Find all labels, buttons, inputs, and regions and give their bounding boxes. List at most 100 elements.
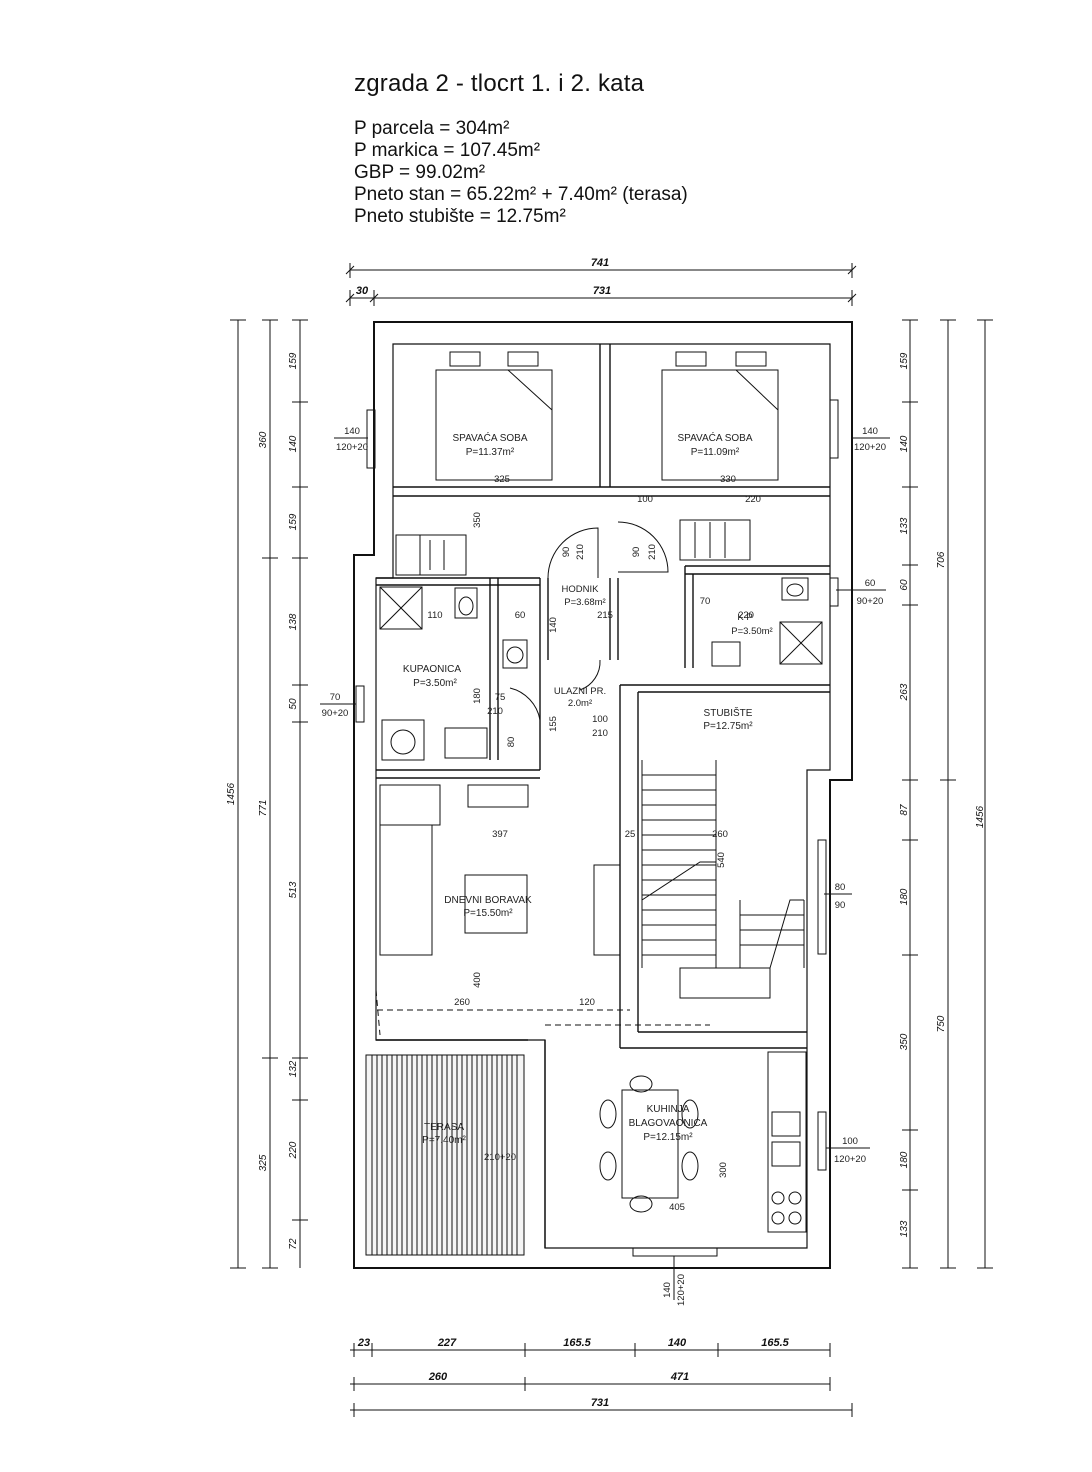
room-area: 2.0m² xyxy=(568,698,592,709)
dim-right: 180 xyxy=(899,888,910,905)
dim-right: 750 xyxy=(936,1015,947,1032)
kitchen-counter-icon xyxy=(767,1051,807,1233)
inner-dim: 120 xyxy=(579,997,595,1008)
window-dim: 120+20 xyxy=(676,1274,687,1306)
dim-left: 140 xyxy=(288,435,299,452)
room-name: STUBIŠTE xyxy=(704,706,753,719)
room-name: KUHINJA xyxy=(647,1104,690,1115)
room-area: P=3.68m² xyxy=(564,597,605,608)
inner-dim: 405 xyxy=(669,1202,685,1213)
room-name: DNEVNI BORAVAK xyxy=(444,895,532,906)
dim-left: 159 xyxy=(288,352,299,369)
room-name: K P xyxy=(737,612,752,623)
room-name: BLAGOVAONICA xyxy=(629,1118,708,1129)
dim-left-total: 1456 xyxy=(226,782,237,805)
dim-left: 132 xyxy=(288,1060,299,1077)
inner-dim: 540 xyxy=(716,852,727,868)
dim-left: 325 xyxy=(258,1154,269,1171)
dim-right: 133 xyxy=(899,517,910,534)
door-swing-icon xyxy=(509,521,669,721)
plan-title: zgrada 2 - tlocrt 1. i 2. kata xyxy=(354,70,645,97)
inner-dim: 260 xyxy=(454,997,470,1008)
sofa-icon xyxy=(379,784,621,956)
inner-dim: 260 xyxy=(712,829,728,840)
inner-dim: 210 xyxy=(575,544,586,560)
info-line: P markica = 107.45m² xyxy=(354,140,541,161)
window-dim: 140 xyxy=(662,1282,673,1298)
window-dim: 80 xyxy=(835,882,846,893)
inner-dim: 210 xyxy=(592,728,608,739)
inner-dim: 220 xyxy=(738,610,754,621)
dim-right: 180 xyxy=(899,1151,910,1168)
dim-right: 159 xyxy=(899,352,910,369)
inner-dim: 210 xyxy=(647,544,658,560)
window-dim: 90+20 xyxy=(322,708,349,719)
inner-dim: 300 xyxy=(718,1162,729,1178)
bed-icon xyxy=(661,351,779,481)
left-dimension-lines xyxy=(230,319,308,1269)
dim-left: 220 xyxy=(288,1141,299,1159)
dim-right-total: 1456 xyxy=(975,805,986,828)
inner-dim: 330 xyxy=(720,474,736,485)
shower-icon xyxy=(379,586,823,665)
dim-right: 706 xyxy=(936,551,947,568)
dim-right: 87 xyxy=(899,804,910,816)
dim-top-30: 30 xyxy=(356,285,369,297)
window-dim: 60 xyxy=(865,578,876,589)
inner-dim: 80 xyxy=(506,737,517,748)
dashed-lines xyxy=(375,989,710,1036)
dining-table-icon xyxy=(599,1075,699,1213)
toilet-icon xyxy=(454,577,809,619)
dim-bottom: 165.5 xyxy=(563,1337,591,1349)
inner-dim: 90 xyxy=(631,547,642,558)
info-line: P parcela = 304m² xyxy=(354,118,510,139)
dim-top-731: 731 xyxy=(593,285,611,297)
window-dim: 70 xyxy=(330,692,341,703)
room-area: P=3.50m² xyxy=(413,678,457,689)
washbasin-icon xyxy=(381,639,741,761)
inner-dim: 90 xyxy=(561,547,572,558)
dim-bottom: 260 xyxy=(428,1371,448,1383)
room-area: P=3.50m² xyxy=(731,626,772,637)
dim-right: 133 xyxy=(899,1220,910,1237)
stair-icon xyxy=(641,760,805,999)
dim-left: 159 xyxy=(288,513,299,530)
room-area: P=15.50m² xyxy=(463,908,513,919)
inner-dim: 25 xyxy=(625,829,636,840)
room-name: KUPAONICA xyxy=(403,664,461,675)
room-area: P=12.15m² xyxy=(643,1132,693,1143)
inner-dim: 60 xyxy=(515,610,526,621)
dim-bottom: 471 xyxy=(670,1371,689,1383)
inner-dim: 397 xyxy=(492,829,508,840)
info-line: Pneto stan = 65.22m² + 7.40m² (terasa) xyxy=(354,184,688,205)
area-summary: P parcela = 304m² P markica = 107.45m² G… xyxy=(354,118,688,228)
inner-dim: 220 xyxy=(745,494,761,505)
inner-dim: 180 xyxy=(472,688,483,704)
room-name: SPAVAĆA SOBA xyxy=(452,431,527,444)
window-dim: 90 xyxy=(835,900,846,911)
interior-walls xyxy=(376,344,830,1248)
room-name: TERASA xyxy=(424,1122,464,1133)
dim-left: 360 xyxy=(258,431,269,448)
window-dim: 120+20 xyxy=(854,442,886,453)
inner-dim: 140 xyxy=(548,617,559,633)
dim-right: 263 xyxy=(899,683,910,701)
inner-dim: 325 xyxy=(494,474,510,485)
room-name: HODNIK xyxy=(562,584,600,595)
inner-dim: 400 xyxy=(472,972,483,988)
room-area: P=11.37m² xyxy=(466,447,515,458)
terrace-deck xyxy=(365,1054,525,1256)
inner-dim: 215 xyxy=(597,610,613,621)
dim-bottom-total: 731 xyxy=(591,1397,609,1409)
window-dim: 120+20 xyxy=(336,442,368,453)
dim-right: 350 xyxy=(899,1033,910,1050)
info-line: GBP = 99.02m² xyxy=(354,162,486,183)
dim-right: 140 xyxy=(899,435,910,452)
window-dim: 100 xyxy=(842,1136,858,1147)
inner-dim: 100 xyxy=(637,494,653,505)
bottom-dimension-lines xyxy=(350,1343,853,1417)
window-dim: 90+20 xyxy=(857,596,884,607)
right-dimension-lines xyxy=(902,319,993,1269)
bed-icon xyxy=(435,351,553,481)
dim-left: 771 xyxy=(258,800,269,817)
